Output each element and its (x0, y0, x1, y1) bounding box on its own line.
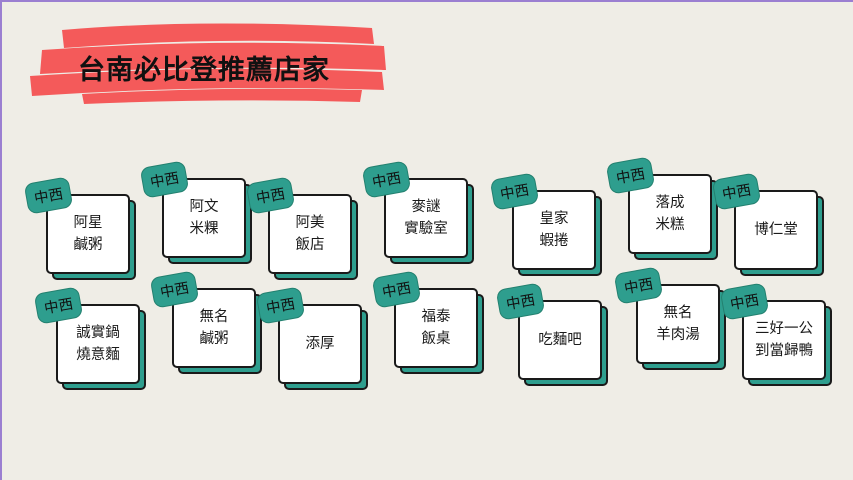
store-card[interactable]: 麥謎 實驗室 中西 (361, 160, 474, 264)
store-card[interactable]: 無名 羊肉湯 中西 (613, 266, 726, 370)
store-name: 吃麵吧 (518, 300, 602, 380)
page-title: 台南必比登推薦店家 (78, 55, 330, 86)
store-name: 阿美 飯店 (268, 194, 352, 274)
title-banner: 台南必比登推薦店家 (22, 14, 392, 110)
store-name: 福泰 飯桌 (394, 288, 478, 368)
store-name: 添厚 (278, 304, 362, 384)
store-name: 無名 羊肉湯 (636, 284, 720, 364)
store-card[interactable]: 博仁堂 中西 (711, 172, 824, 276)
store-card[interactable]: 落成 米糕 中西 (605, 156, 718, 260)
store-card[interactable]: 阿美 飯店 中西 (245, 176, 358, 280)
store-card[interactable]: 阿星 鹹粥 中西 (23, 176, 136, 280)
store-card[interactable]: 吃麵吧 中西 (495, 282, 608, 386)
store-card[interactable]: 誠實鍋 燒意麵 中西 (33, 286, 146, 390)
store-card[interactable]: 阿文 米粿 中西 (139, 160, 252, 264)
store-name: 阿星 鹹粥 (46, 194, 130, 274)
store-card[interactable]: 添厚 中西 (255, 286, 368, 390)
store-card[interactable]: 福泰 飯桌 中西 (371, 270, 484, 374)
store-card[interactable]: 無名 鹹粥 中西 (149, 270, 262, 374)
store-card[interactable]: 三好一公 到當歸鴨 中西 (719, 282, 832, 386)
store-card[interactable]: 皇家 蝦捲 中西 (489, 172, 602, 276)
brush-highlight (30, 23, 386, 104)
